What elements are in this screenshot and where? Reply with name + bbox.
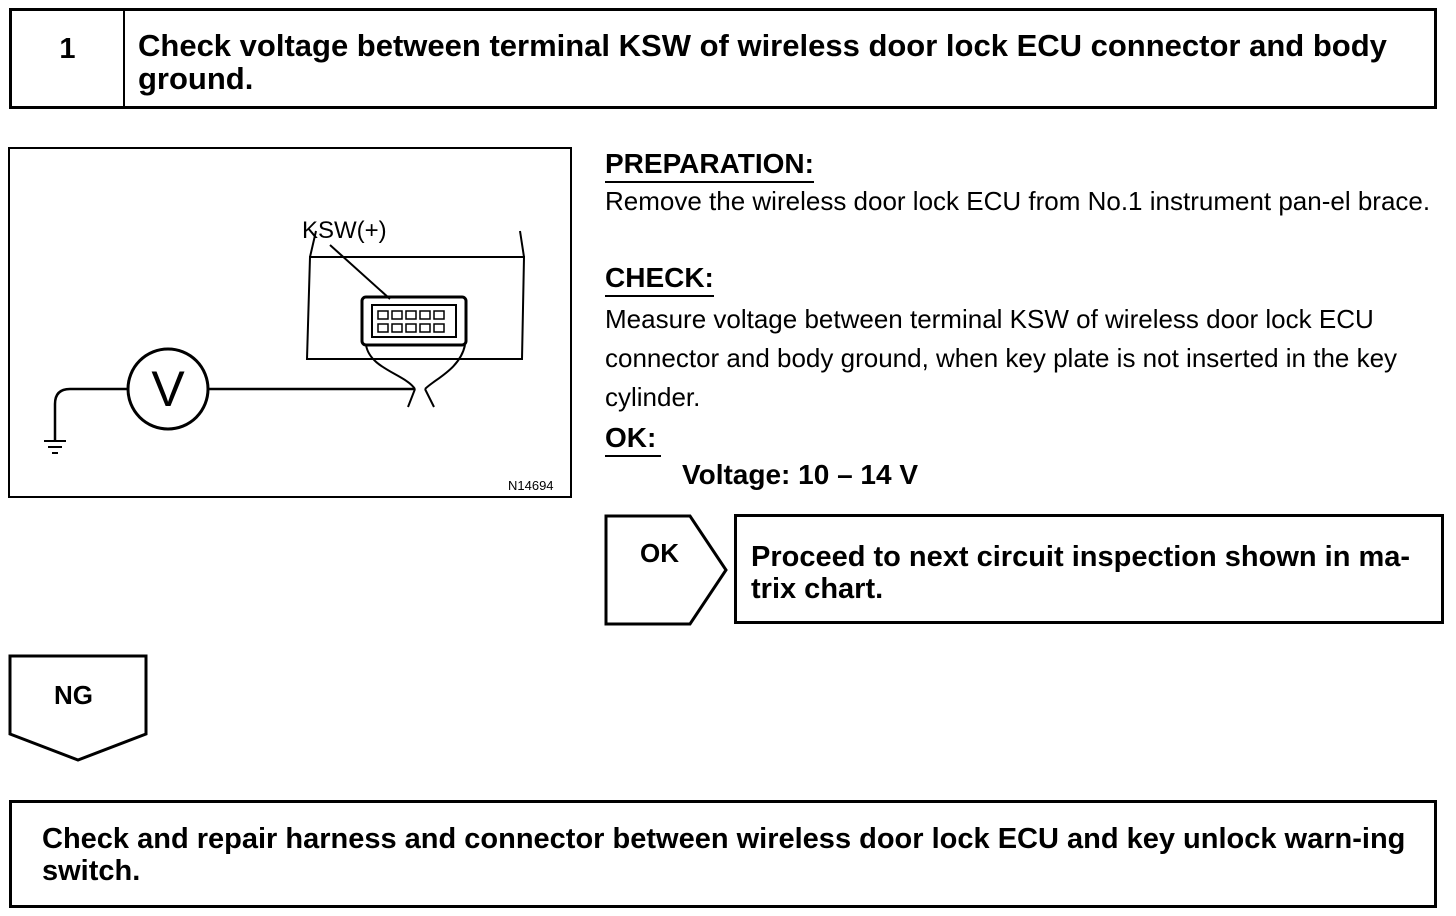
step-header: 1 Check voltage between terminal KSW of …	[9, 8, 1437, 109]
step-title: Check voltage between terminal KSW of wi…	[138, 28, 1387, 96]
ok-arrow-badge	[604, 514, 728, 626]
ng-arrow-badge	[8, 654, 148, 762]
ground-icon	[44, 440, 66, 454]
step-number: 1	[12, 11, 125, 106]
ng-badge-label: NG	[54, 680, 93, 710]
check-text: Measure voltage between terminal KSW of …	[605, 304, 1398, 412]
ok-spec-value: Voltage: 10 – 14 V	[682, 459, 919, 490]
ok-badge-label: OK	[640, 538, 679, 568]
ng-action-text: Check and repair harness and connector b…	[42, 823, 1406, 887]
voltmeter-symbol: V	[151, 361, 185, 417]
preparation-heading: PREPARATION:	[605, 148, 814, 183]
terminal-label: KSW(+)	[302, 217, 387, 244]
ok-heading: OK:	[605, 422, 661, 457]
ok-result-box: Proceed to next circuit inspection shown…	[734, 514, 1444, 624]
connector-diagram: V	[44, 230, 526, 454]
check-heading: CHECK:	[605, 262, 714, 297]
figure-id: N14694	[508, 478, 554, 493]
ok-result-text: Proceed to next circuit inspection shown…	[751, 541, 1411, 605]
ng-action-box: Check and repair harness and connector b…	[9, 800, 1437, 908]
connector-illustration: V KSW(+) N14694	[8, 147, 572, 498]
preparation-text: Remove the wireless door lock ECU from N…	[605, 186, 1431, 216]
